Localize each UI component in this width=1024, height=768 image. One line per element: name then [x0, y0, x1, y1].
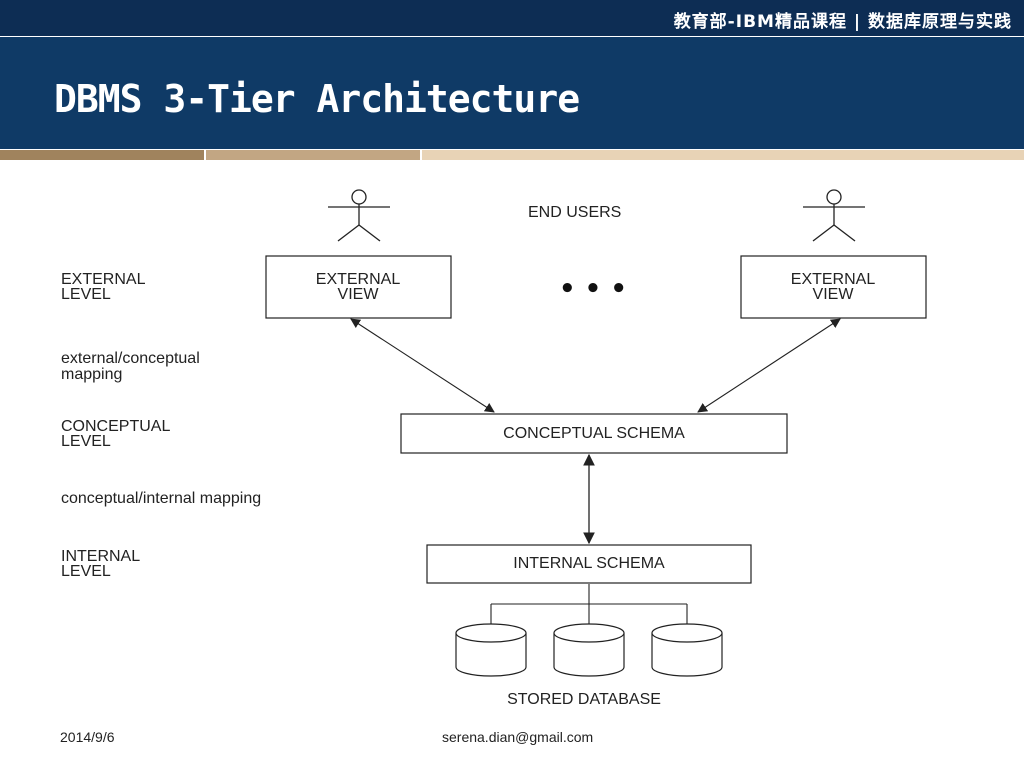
decor-stripe-2	[206, 150, 420, 160]
course-brand: 教育部-IBM精品课程 | 数据库原理与实践	[673, 12, 1012, 32]
external-view-left-line-1: EXTERNAL	[316, 271, 401, 288]
stored-database-label: STORED DATABASE	[507, 691, 661, 708]
arrow-right-view-to-conceptual	[697, 318, 841, 413]
decor-stripe-3	[422, 150, 1024, 160]
external-view-right-line-2: VIEW	[813, 286, 855, 303]
external-level-label-2: LEVEL	[61, 286, 111, 303]
ext-conc-mapping-label-1: external/conceptual	[61, 350, 200, 367]
external-view-right-line-1: EXTERNAL	[791, 271, 876, 288]
arrow-left-view-to-conceptual	[350, 318, 495, 413]
external-view-left-line-2: VIEW	[338, 286, 380, 303]
conceptual-schema-box	[400, 413, 788, 454]
database-cylinder-1-icon	[455, 623, 527, 677]
footer-date: 2014/9/6	[60, 729, 115, 745]
internal-schema-label: INTERNAL SCHEMA	[513, 555, 665, 572]
external-view-left-box	[265, 255, 452, 319]
decor-stripe-1	[0, 150, 204, 160]
conceptual-schema-label: CONCEPTUAL SCHEMA	[503, 425, 685, 442]
external-view-right-box	[740, 255, 927, 319]
slide-title: DBMS 3-Tier Architecture	[54, 77, 580, 121]
internal-schema-box	[426, 544, 752, 584]
title-band: DBMS 3-Tier Architecture	[0, 37, 1024, 149]
internal-level-label-2: LEVEL	[61, 563, 111, 580]
database-cylinder-2-icon	[553, 623, 625, 677]
database-cylinder-3-icon	[651, 623, 723, 677]
conc-int-mapping-label: conceptual/internal mapping	[61, 490, 261, 507]
internal-level-label-1: INTERNAL	[61, 548, 140, 565]
user-right-icon	[803, 189, 865, 242]
ellipsis-dots: • • •	[559, 274, 627, 304]
ext-conc-mapping-label-2: mapping	[61, 366, 122, 383]
user-left-icon	[328, 189, 390, 242]
conceptual-level-label-2: LEVEL	[61, 433, 111, 450]
footer-email: serena.dian@gmail.com	[442, 729, 594, 745]
top-bar: 教育部-IBM精品课程 | 数据库原理与实践	[0, 0, 1024, 36]
end-users-label: END USERS	[528, 204, 621, 221]
storage-connector	[490, 584, 688, 624]
external-level-label-1: EXTERNAL	[61, 271, 146, 288]
conceptual-level-label-1: CONCEPTUAL	[61, 418, 170, 435]
